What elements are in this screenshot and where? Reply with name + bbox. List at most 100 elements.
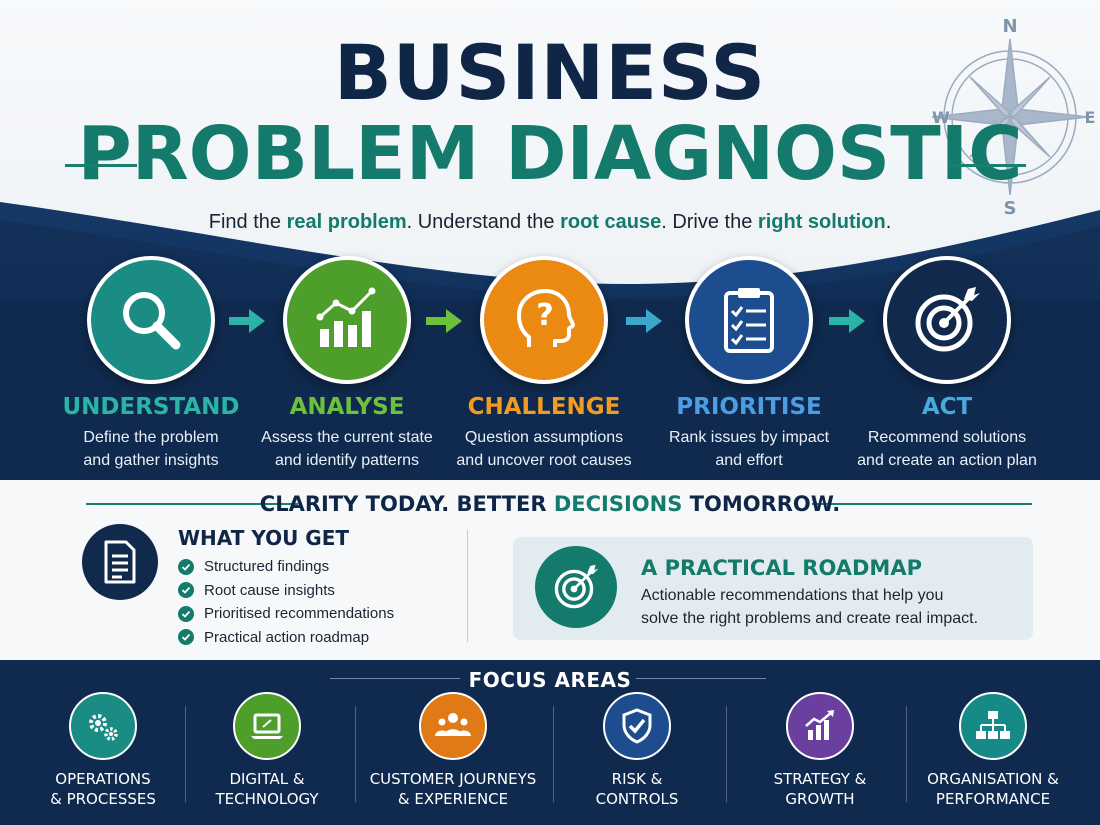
tagline-highlight-right-solution: right solution [757,211,886,233]
step-desc-line: Define the problem [83,429,219,446]
focus-item-strategy: STRATEGY & GROWTH [735,692,905,809]
step-desc-line: and effort [715,452,783,469]
svg-text:?: ? [536,298,553,333]
list-item: Root cause insights [178,579,394,603]
tagline-text: . [885,211,892,233]
laptop-icon [233,692,301,760]
step-desc-line: and identify patterns [274,452,420,469]
step-description: Rank issues by impact and effort [649,426,849,472]
bar-chart-icon [316,287,376,347]
growth-chart-icon [786,692,854,760]
tagline-text: . Drive the [661,211,758,233]
arrow-right-icon [626,309,662,333]
focus-label: DIGITAL & TECHNOLOGY [215,770,319,808]
step-description: Define the problem and gather insights [51,426,251,472]
step-act: ACT Recommend solutions and create an ac… [847,256,1047,472]
head-question-icon: ? [517,289,575,347]
magnifier-icon [123,292,181,350]
step-title: ACT [921,394,973,420]
roadmap-desc-line: solve the right problems and create real… [641,610,979,627]
focus-divider [726,706,727,802]
step-title: CHALLENGE [467,394,621,420]
clipboard-checklist-icon [724,288,774,353]
focus-rule-left [330,678,460,679]
check-icon [178,605,194,622]
shield-check-icon [603,692,671,760]
roadmap-description: Actionable recommendations that help you… [641,584,1021,630]
tagline-text: . Understand the [406,211,561,233]
focus-divider [185,706,186,802]
focus-areas-section [0,660,1100,825]
org-chart-icon [959,692,1027,760]
roadmap-title: A PRACTICAL ROADMAP [641,556,922,580]
step-understand: UNDERSTAND Define the problem and gather… [51,256,251,472]
list-item: Practical action roadmap [178,626,394,650]
document-icon [82,524,158,600]
step-title: ANALYSE [289,394,405,420]
step-description: Recommend solutions and create an action… [847,426,1047,472]
what-you-get-list: Structured findings Root cause insights … [178,555,394,649]
step-desc-line: and gather insights [83,452,219,469]
compass-e: E [1085,108,1095,127]
step-description: Question assumptions and uncover root ca… [444,426,644,472]
step-analyse: ANALYSE Assess the current state and ide… [247,256,447,472]
step-circle [883,256,1011,384]
focus-divider [553,706,554,802]
focus-label: RISK & CONTROLS [595,770,679,808]
what-you-get-title: WHAT YOU GET [178,526,350,550]
focus-item-organisation: ORGANISATION & PERFORMANCE [908,692,1078,809]
arrow-right-icon [426,309,462,333]
tagline-text: Find the [208,211,287,233]
focus-label: CUSTOMER JOURNEYS & EXPERIENCE [369,770,537,808]
clarity-text: CLARITY TODAY. BETTER [259,492,554,516]
gears-icon [69,692,137,760]
target-arrow-icon [915,287,980,352]
focus-rule-right [636,678,766,679]
focus-label: ORGANISATION & PERFORMANCE [927,770,1059,808]
step-circle: ? [480,256,608,384]
tagline-highlight-real-problem: real problem [286,211,407,233]
step-title: UNDERSTAND [62,394,240,420]
clarity-rule-right [812,503,1032,505]
focus-label: OPERATIONS & PROCESSES [50,770,156,808]
clarity-rule-left [86,503,298,505]
title-problem-diagnostic: PROBLEM DIAGNOSTIC [77,111,1023,197]
focus-item-customer: CUSTOMER JOURNEYS & EXPERIENCE [368,692,538,809]
arrow-right-icon [829,309,865,333]
step-desc-line: and uncover root causes [456,452,632,469]
tagline: Find the real problem. Understand the ro… [0,208,1100,236]
step-prioritise: PRIORITISE Rank issues by impact and eff… [649,256,849,472]
focus-label: STRATEGY & GROWTH [773,770,867,808]
list-item-label: Root cause insights [204,581,335,599]
step-challenge: ? CHALLENGE Question assumptions and unc… [444,256,644,472]
focus-divider [355,706,356,802]
roadmap-desc-line: Actionable recommendations that help you [641,587,944,604]
compass-s: S [1004,198,1017,219]
compass-n: N [1002,16,1017,37]
check-icon [178,629,194,646]
check-icon [178,558,194,575]
list-item: Structured findings [178,555,394,579]
step-circle [685,256,813,384]
focus-divider [906,706,907,802]
list-item-label: Prioritised recommendations [204,605,395,623]
step-circle [283,256,411,384]
step-desc-line: Recommend solutions [867,429,1027,446]
step-desc-line: Question assumptions [464,429,624,446]
focus-item-digital: DIGITAL & TECHNOLOGY [182,692,352,809]
list-item-label: Structured findings [204,558,330,576]
focus-item-risk: RISK & CONTROLS [552,692,722,809]
list-item-label: Practical action roadmap [204,628,370,646]
title-rule-left [65,164,137,167]
target-arrow-icon [535,546,617,628]
title-rule-right [948,164,1026,167]
clarity-slogan: CLARITY TODAY. BETTER DECISIONS TOMORROW… [0,490,1100,518]
title-business: BUSINESS [333,28,767,117]
check-icon [178,582,194,599]
arrow-right-icon [229,309,265,333]
step-desc-line: Rank issues by impact [668,429,830,446]
compass-w: W [932,108,950,127]
section-divider [467,530,468,642]
step-circle [87,256,215,384]
